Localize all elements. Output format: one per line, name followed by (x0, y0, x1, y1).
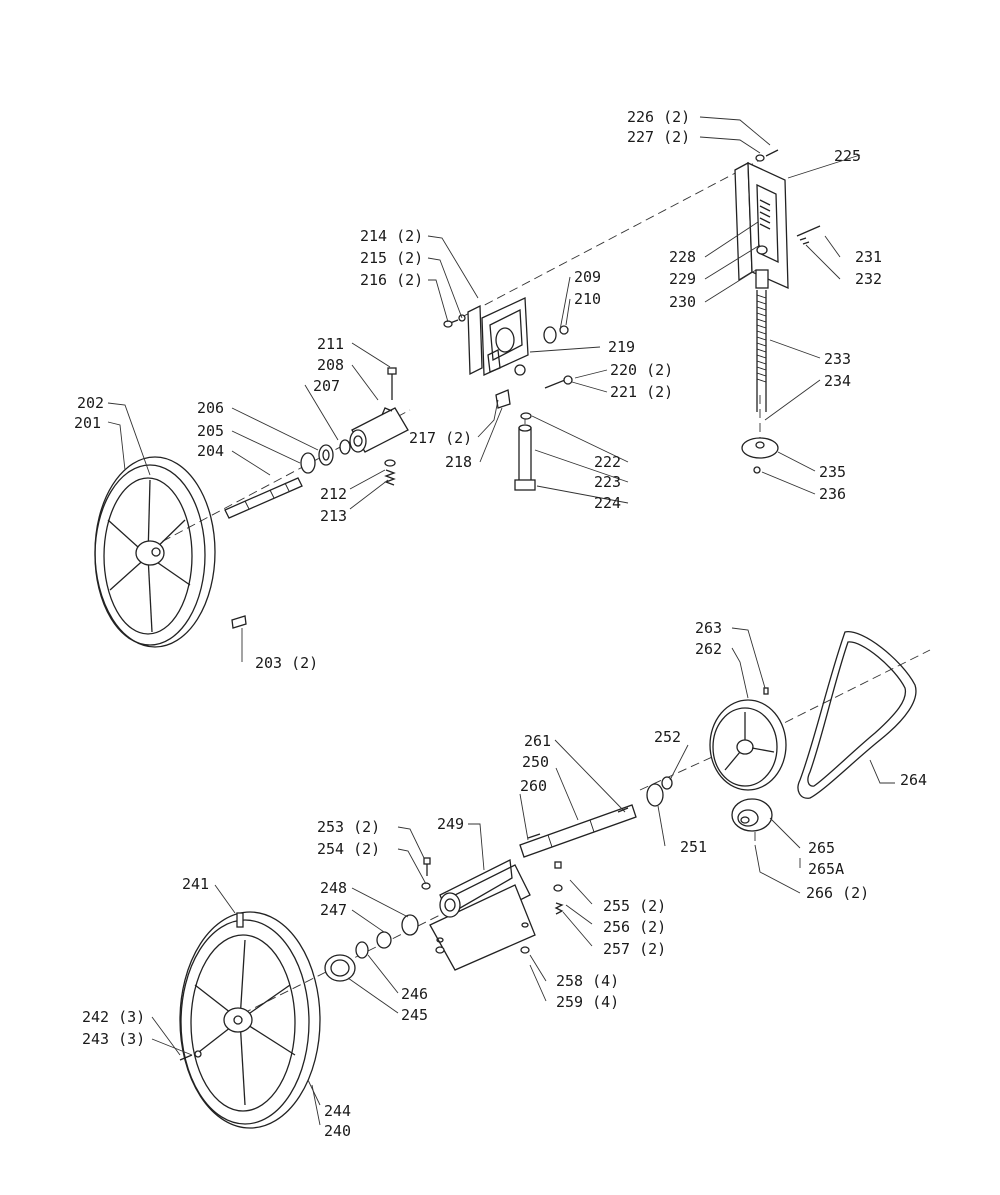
label-222: 222 (594, 453, 621, 471)
label-252: 252 (654, 728, 681, 746)
leader-lines (107, 116, 895, 1126)
label-244: 244 (324, 1102, 351, 1120)
screws-226-227 (755, 149, 779, 162)
label-233: 233 (824, 350, 851, 368)
washer-spring-212-213 (384, 459, 396, 486)
v-belt-264 (797, 631, 917, 799)
label-203: 203 (2) (255, 654, 318, 672)
label-263: 263 (695, 619, 722, 637)
label-242: 242 (3) (82, 1008, 145, 1026)
parts-209-210 (543, 325, 569, 344)
label-226: 226 (2) (627, 108, 690, 126)
label-213: 213 (320, 507, 347, 525)
bearing-245 (324, 954, 356, 982)
label-258: 258 (4) (556, 972, 619, 990)
label-251: 251 (680, 838, 707, 856)
label-264: 264 (900, 771, 927, 789)
label-256: 256 (2) (603, 918, 666, 936)
label-257: 257 (2) (603, 940, 666, 958)
label-246: 246 (401, 985, 428, 1003)
hinge-bracket-219 (467, 297, 529, 376)
clamp-217-218 (495, 389, 511, 409)
label-217: 217 (2) (409, 429, 472, 447)
label-216: 216 (2) (360, 271, 423, 289)
label-265: 265 (808, 839, 835, 857)
label-261: 261 (524, 732, 551, 750)
label-262: 262 (695, 640, 722, 658)
bolts-220-221 (544, 375, 573, 389)
bearings-246-248 (355, 914, 419, 959)
label-201: 201 (74, 414, 101, 432)
label-245: 245 (401, 1006, 428, 1024)
label-204: 204 (197, 442, 224, 460)
small-pulley-265 (731, 798, 773, 832)
bearings-205-207 (300, 439, 351, 474)
upper-wheel-shaft-204 (224, 477, 303, 519)
large-pulley-262 (709, 687, 787, 791)
label-220: 220 (2) (610, 361, 673, 379)
label-211: 211 (317, 335, 344, 353)
label-235: 235 (819, 463, 846, 481)
label-236: 236 (819, 485, 846, 503)
lower-shaft-250 (519, 804, 637, 858)
bolts-253-259 (421, 857, 564, 954)
post-222-224 (514, 412, 536, 491)
label-221: 221 (2) (610, 383, 673, 401)
label-240: 240 (324, 1122, 351, 1140)
lead-screw-233 (756, 290, 767, 412)
label-218: 218 (445, 453, 472, 471)
setscrew-241 (236, 912, 244, 928)
label-230: 230 (669, 293, 696, 311)
label-228: 228 (669, 248, 696, 266)
label-260: 260 (520, 777, 547, 795)
label-254: 254 (2) (317, 840, 380, 858)
label-247: 247 (320, 901, 347, 919)
label-227: 227 (2) (627, 128, 690, 146)
label-208: 208 (317, 356, 344, 374)
label-210: 210 (574, 290, 601, 308)
label-232: 232 (855, 270, 882, 288)
screws-231-232 (796, 225, 821, 245)
label-243: 243 (3) (82, 1030, 145, 1048)
label-223: 223 (594, 473, 621, 491)
label-212: 212 (320, 485, 347, 503)
screws-242-243 (179, 1050, 202, 1061)
lower-wheel (179, 911, 321, 1129)
bolt-211 (387, 367, 397, 400)
wheel-set-screw-203 (231, 615, 247, 629)
label-219: 219 (608, 338, 635, 356)
label-266: 266 (2) (806, 884, 869, 902)
label-205: 205 (197, 422, 224, 440)
label-265a: 265A (808, 860, 844, 878)
label-209: 209 (574, 268, 601, 286)
shaft-housing-208 (349, 407, 409, 453)
label-250: 250 (522, 753, 549, 771)
label-248: 248 (320, 879, 347, 897)
label-207: 207 (313, 377, 340, 395)
label-206: 206 (197, 399, 224, 417)
handwheel-235 (741, 437, 779, 474)
label-229: 229 (669, 270, 696, 288)
label-253: 253 (2) (317, 818, 380, 836)
label-231: 231 (855, 248, 882, 266)
label-225: 225 (834, 147, 861, 165)
label-234: 234 (824, 372, 851, 390)
label-224: 224 (594, 494, 621, 512)
housing-249 (429, 859, 536, 971)
label-249: 249 (437, 815, 464, 833)
bearing-251-252 (646, 776, 673, 807)
label-241: 241 (182, 875, 209, 893)
tension-plate-225 (734, 161, 789, 290)
label-214: 214 (2) (360, 227, 423, 245)
label-255: 255 (2) (603, 897, 666, 915)
label-259: 259 (4) (556, 993, 619, 1011)
part-labels: 202 201 203 (2) 204 205 206 207 208 211 … (74, 108, 927, 1140)
label-215: 215 (2) (360, 249, 423, 267)
upper-wheel (94, 456, 216, 648)
label-202: 202 (77, 394, 104, 412)
